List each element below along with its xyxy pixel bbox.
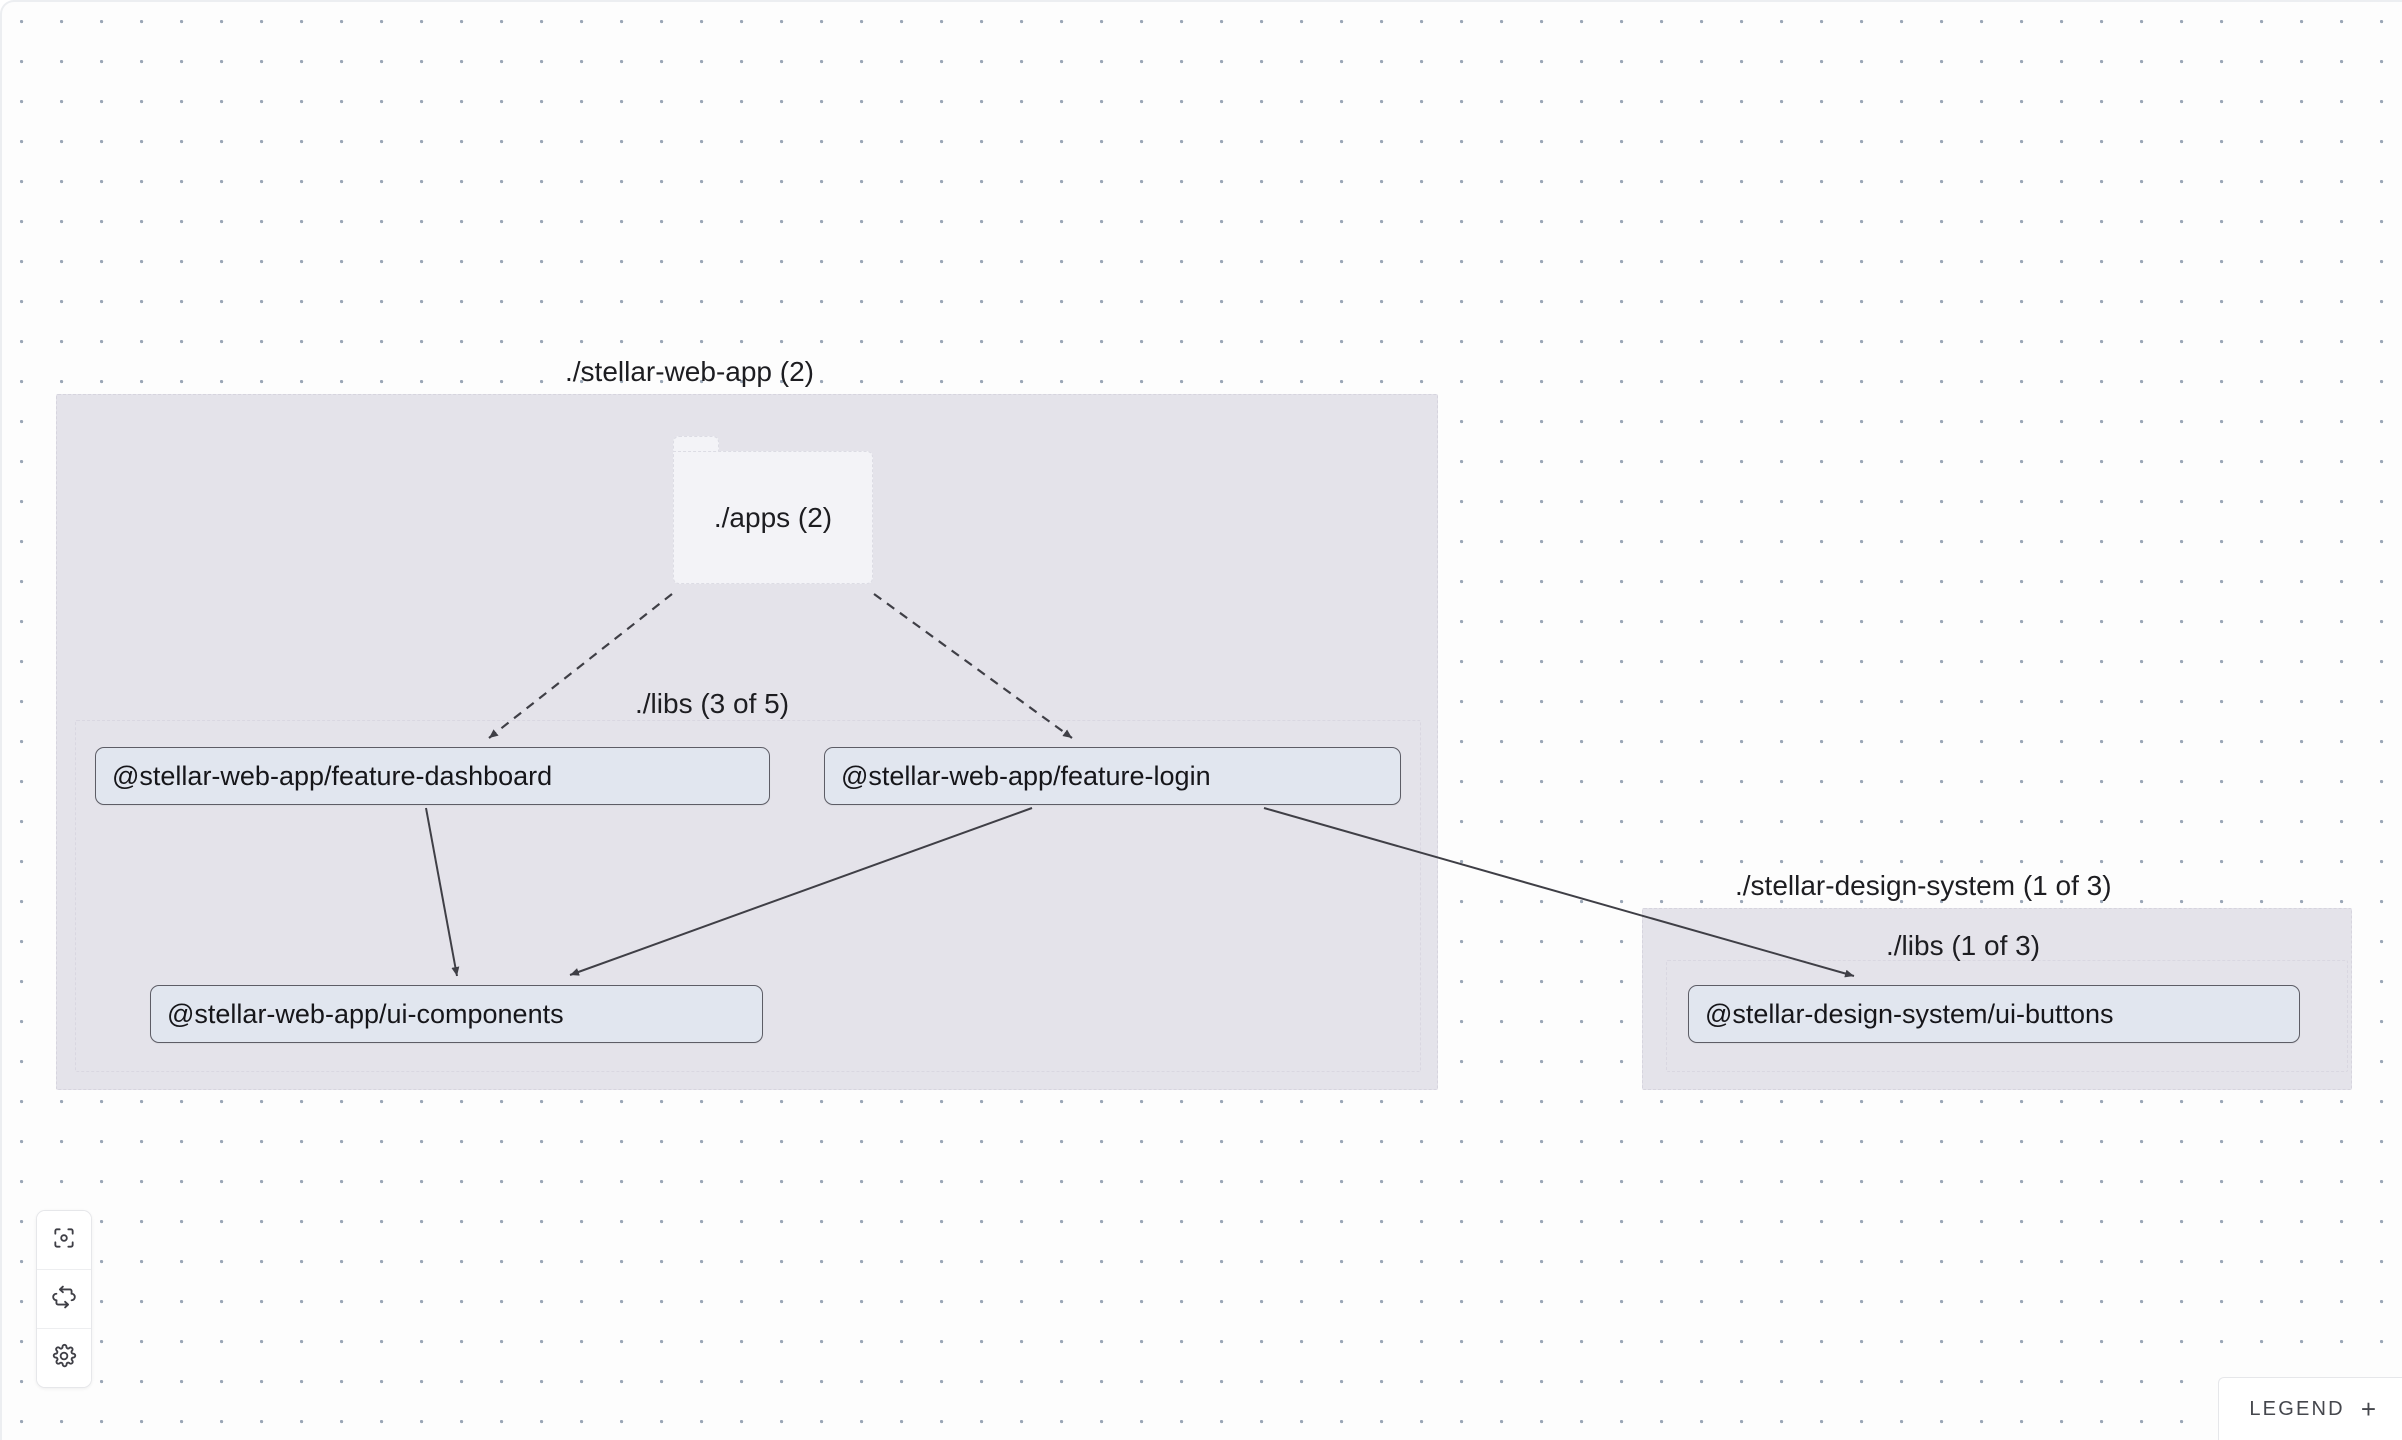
project-node-feature-dashboard[interactable]: @stellar-web-app/feature-dashboard: [95, 747, 770, 805]
group-label-stellar-web-app: ./stellar-web-app (2): [565, 356, 814, 387]
legend-toggle[interactable]: LEGEND +: [2218, 1377, 2402, 1440]
focus-graph-button[interactable]: [37, 1211, 91, 1270]
folder-node-apps[interactable]: ./apps (2): [673, 436, 873, 584]
project-node-ui-buttons[interactable]: @stellar-design-system/ui-buttons: [1688, 985, 2300, 1043]
folder-label-apps: ./apps (2): [713, 501, 833, 533]
focus-icon: [51, 1225, 77, 1256]
refresh-graph-button[interactable]: [37, 1270, 91, 1329]
project-node-label: @stellar-design-system/ui-buttons: [1705, 998, 2114, 1029]
group-label-stellar-design-system: ./stellar-design-system (1 of 3): [1735, 870, 2112, 901]
group-label-web-app-libs: ./libs (3 of 5): [635, 688, 790, 719]
gear-icon: [51, 1343, 77, 1374]
group-label-design-system-libs: ./libs (1 of 3): [1886, 930, 2041, 961]
project-node-label: @stellar-web-app/feature-dashboard: [112, 760, 553, 791]
refresh-icon: [51, 1284, 77, 1315]
graph-toolbar: [36, 1210, 92, 1388]
legend-label: LEGEND: [2249, 1397, 2345, 1420]
folder-tab: [673, 436, 719, 454]
folder-body: ./apps (2): [673, 451, 873, 584]
settings-button[interactable]: [37, 1329, 91, 1387]
project-node-label: @stellar-web-app/ui-components: [167, 998, 564, 1029]
group-design-system-libs[interactable]: [1666, 960, 2348, 1072]
project-node-feature-login[interactable]: @stellar-web-app/feature-login: [824, 747, 1401, 805]
project-node-ui-components[interactable]: @stellar-web-app/ui-components: [150, 985, 763, 1043]
project-node-label: @stellar-web-app/feature-login: [841, 760, 1211, 791]
plus-icon: +: [2360, 1394, 2376, 1424]
